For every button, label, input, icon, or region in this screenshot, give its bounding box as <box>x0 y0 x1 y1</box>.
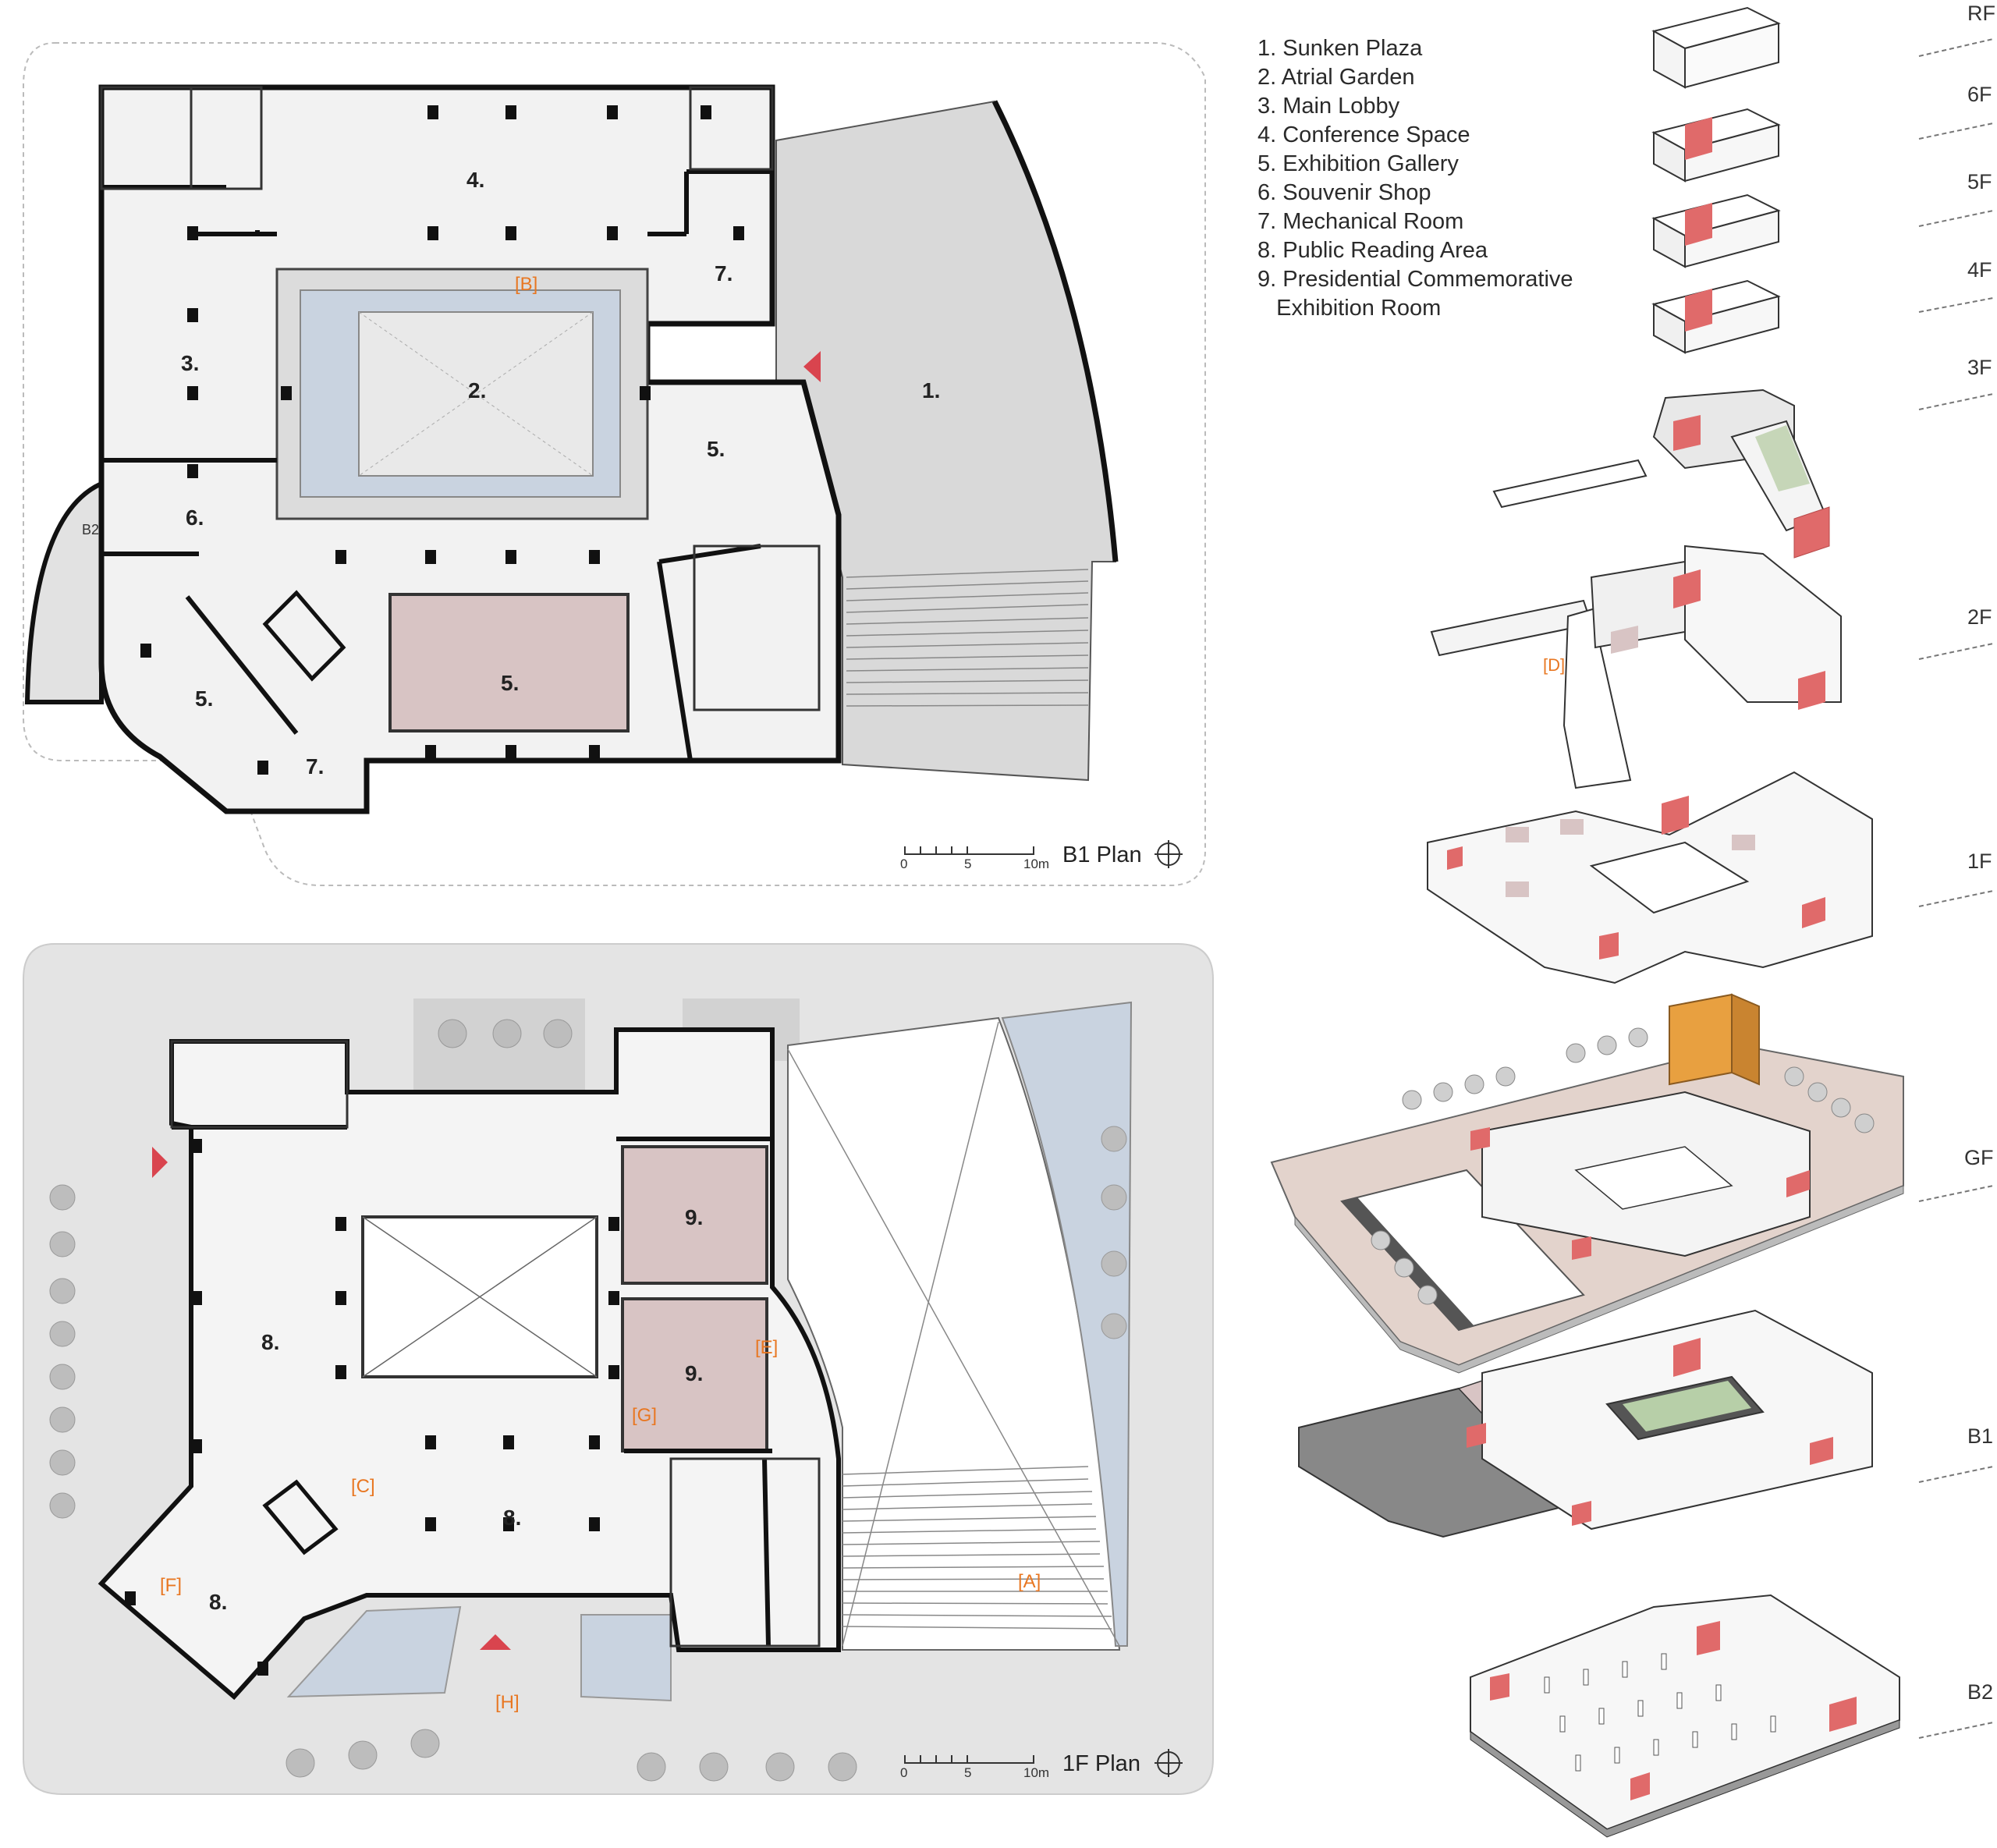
b1-entrance-arrow <box>803 351 821 382</box>
b1-ramp <box>24 480 104 704</box>
axo-4f <box>1651 279 1781 354</box>
b1-b2-text: B2 <box>82 522 99 537</box>
level-label-1f: 1F <box>1967 850 1992 873</box>
f1-tag-c: [C] <box>351 1476 375 1497</box>
axo-gf <box>1270 993 1904 1374</box>
b1-stair-left <box>190 86 263 190</box>
level-label-4f: 4F <box>1967 258 1992 282</box>
legend-item: 1. Sunken Plaza <box>1257 36 1423 61</box>
f1-label-8b: 8. <box>503 1506 521 1530</box>
level-label-b1: B1 <box>1967 1424 1993 1448</box>
f1-label-9a: 9. <box>685 1205 703 1229</box>
f1-label-8c: 8. <box>209 1590 227 1614</box>
axo-b2 <box>1470 1594 1900 1838</box>
level-label-5f: 5F <box>1967 170 1992 193</box>
f1-stair-diagonal <box>262 1479 339 1555</box>
level-label-gf: GF <box>1964 1146 1994 1169</box>
level-label-3f: 3F <box>1967 356 1992 379</box>
legend-item: 2. Atrial Garden <box>1257 65 1415 90</box>
f1-entrance-arrow-west <box>152 1147 168 1178</box>
f1-scale-5: 5 <box>964 1765 971 1780</box>
b1-core-right <box>693 544 821 711</box>
f1-tag-a: [A] <box>1018 1571 1041 1592</box>
f1-plan: 8. 8. 8. 9. 9. [A] [C] [E] [F] [G] [H] 0… <box>23 943 1214 1795</box>
level-label-b2: B2 <box>1967 1680 1993 1704</box>
f1-scale-0: 0 <box>900 1765 907 1780</box>
f1-scale-bar <box>904 1755 1034 1764</box>
axo-gf-trees <box>1371 1027 1875 1305</box>
legend-item: 8. Public Reading Area <box>1257 238 1488 263</box>
b1-plan: 4. 3. 2. 1. 5. 6. 5. 5. 7. 7. [B] B2 0 5… <box>23 42 1206 886</box>
f1-water-strip <box>1001 1001 1133 1647</box>
axo-b2-columns <box>1544 1653 1776 1772</box>
f1-label-9b: 9. <box>685 1361 703 1385</box>
legend-item: 5. Exhibition Gallery <box>1257 151 1459 176</box>
f1-plan-title: 1F Plan <box>1062 1751 1140 1776</box>
axo-6f <box>1651 108 1781 183</box>
b1-label-1: 1. <box>922 378 940 403</box>
floor-plans: 4. 3. 2. 1. 5. 6. 5. 5. 7. 7. [B] B2 0 5… <box>23 42 1214 1795</box>
b1-plaza-steps <box>846 569 1089 707</box>
f1-core-top <box>170 1040 349 1129</box>
axo-3f <box>1492 388 1830 559</box>
axo-5f <box>1651 193 1781 268</box>
b1-label-7b: 7. <box>306 754 324 779</box>
f1-columns <box>125 1139 619 1676</box>
b1-exhibit-hall <box>388 593 630 732</box>
legend-item: 9. Presidential Commemorative <box>1257 267 1573 292</box>
f1-tag-e: [E] <box>755 1337 778 1358</box>
f1-pool-left <box>286 1605 462 1698</box>
b1-scale-5: 5 <box>964 857 971 871</box>
b1-toilets-right <box>689 86 774 171</box>
b1-columns <box>140 105 744 775</box>
axo-tag-d: [D] <box>1543 655 1565 675</box>
f1-core-right <box>669 1457 821 1648</box>
legend-item: 7. Mechanical Room <box>1257 209 1464 234</box>
b1-label-6: 6. <box>186 505 204 530</box>
b1-label-5a: 5. <box>707 437 725 461</box>
north-arrow-icon <box>1155 840 1183 868</box>
b1-label-2: 2. <box>468 378 486 403</box>
b1-label-5b: 5. <box>501 671 519 695</box>
axo-rf <box>1651 6 1781 89</box>
f1-tag-h: [H] <box>495 1692 520 1713</box>
exploded-axonometric: [D] <box>1270 2 1995 1838</box>
axo-2f: [D] <box>1430 544 1842 789</box>
axo-b1 <box>1298 1309 1873 1538</box>
b1-scale-0: 0 <box>900 857 907 871</box>
b1-label-3: 3. <box>181 351 199 375</box>
level-label-rf: RF <box>1967 2 1995 25</box>
legend-item: 6. Souvenir Shop <box>1257 180 1431 205</box>
f1-plaza-steps <box>842 1466 1112 1630</box>
b1-scale-bar <box>904 846 1034 855</box>
f1-tag-f: [F] <box>160 1575 182 1596</box>
b1-site-outline <box>23 42 1206 886</box>
level-label-2f: 2F <box>1967 605 1992 629</box>
b1-tag-b: [B] <box>515 274 537 295</box>
b1-partitions <box>101 169 772 761</box>
b1-label-7a: 7. <box>715 261 732 286</box>
north-arrow-icon <box>1155 1749 1183 1777</box>
b1-scale-10: 10m <box>1023 857 1049 871</box>
level-label-6f: 6F <box>1967 83 1992 106</box>
legend-item: Exhibition Room <box>1257 296 1442 321</box>
f1-entrance-arrow-south <box>480 1634 511 1650</box>
level-leaders <box>1918 38 1994 1739</box>
f1-pool-right <box>580 1614 672 1702</box>
f1-tag-g: [G] <box>632 1405 657 1426</box>
f1-trees <box>49 1019 1127 1782</box>
b1-label-5c: 5. <box>195 686 213 711</box>
legend: 1. Sunken Plaza 2. Atrial Garden 3. Main… <box>1257 34 1573 323</box>
b1-label-4: 4. <box>466 168 484 192</box>
f1-room-9a <box>621 1145 768 1285</box>
f1-label-8a: 8. <box>261 1330 279 1354</box>
b1-stair-diagonal <box>262 590 346 682</box>
b1-plan-title: B1 Plan <box>1062 842 1142 867</box>
f1-scale-10: 10m <box>1023 1765 1049 1780</box>
legend-item: 3. Main Lobby <box>1257 94 1400 119</box>
axo-1f <box>1427 771 1873 984</box>
b1-plaza-edge <box>991 100 1119 562</box>
legend-item: 4. Conference Space <box>1257 122 1470 147</box>
